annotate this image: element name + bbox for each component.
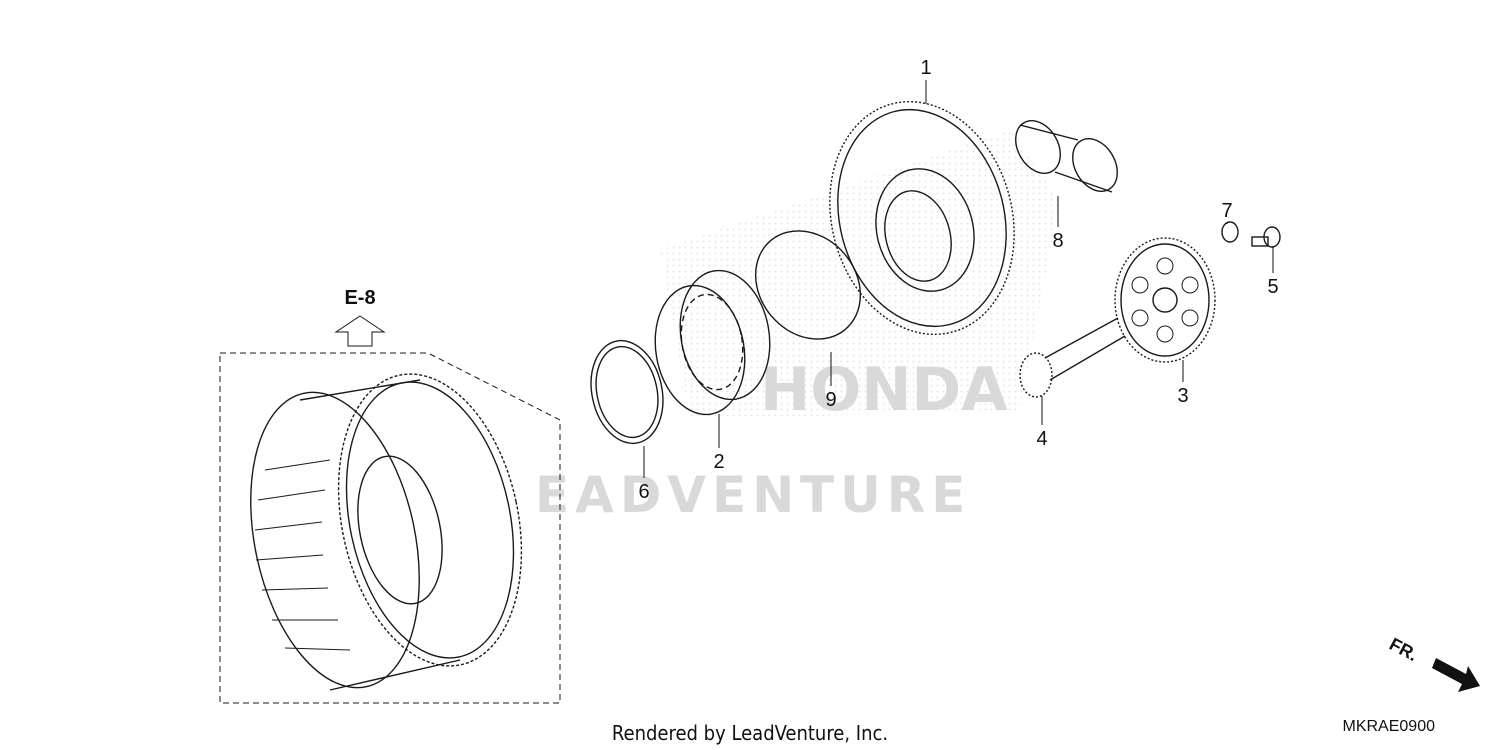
reference-label: E-8 bbox=[344, 287, 375, 309]
part-8-bearing bbox=[1015, 120, 1118, 193]
callout-7: 7 bbox=[1221, 200, 1232, 222]
footer-credit: Rendered by LeadVenture, Inc. bbox=[612, 721, 888, 745]
callout-4: 4 bbox=[1036, 428, 1047, 450]
reference-arrow-icon bbox=[334, 315, 386, 347]
part-4-gear-shaft bbox=[1019, 317, 1126, 398]
watermark: HONDA EADVENTURE bbox=[535, 130, 1060, 524]
callout-8: 8 bbox=[1052, 230, 1063, 252]
callout-6: 6 bbox=[638, 481, 649, 503]
callouts: 1 2 3 4 5 6 7 8 9 bbox=[638, 57, 1278, 503]
part-6-washer bbox=[590, 339, 664, 445]
orientation-indicator: FR. bbox=[1386, 634, 1480, 692]
callout-5: 5 bbox=[1267, 276, 1278, 298]
callout-2: 2 bbox=[713, 451, 724, 473]
part-1-gear bbox=[829, 100, 1015, 336]
clutch-outer-assembly bbox=[219, 352, 561, 704]
callout-3: 3 bbox=[1177, 385, 1188, 407]
front-arrow-icon bbox=[1432, 658, 1480, 692]
part-5-bolt bbox=[1251, 226, 1281, 248]
part-2-one-way-clutch bbox=[654, 269, 771, 416]
callout-1: 1 bbox=[920, 57, 931, 79]
watermark-brand: HONDA bbox=[760, 355, 1008, 425]
part-9-snap-ring bbox=[754, 230, 862, 340]
callout-9: 9 bbox=[825, 389, 836, 411]
part-3-gear bbox=[1114, 237, 1216, 363]
watermark-company: EADVENTURE bbox=[535, 466, 971, 524]
diagram-code: MKRAE0900 bbox=[1343, 718, 1436, 735]
part-7-washer bbox=[1221, 221, 1239, 243]
orientation-label: FR. bbox=[1386, 634, 1421, 665]
